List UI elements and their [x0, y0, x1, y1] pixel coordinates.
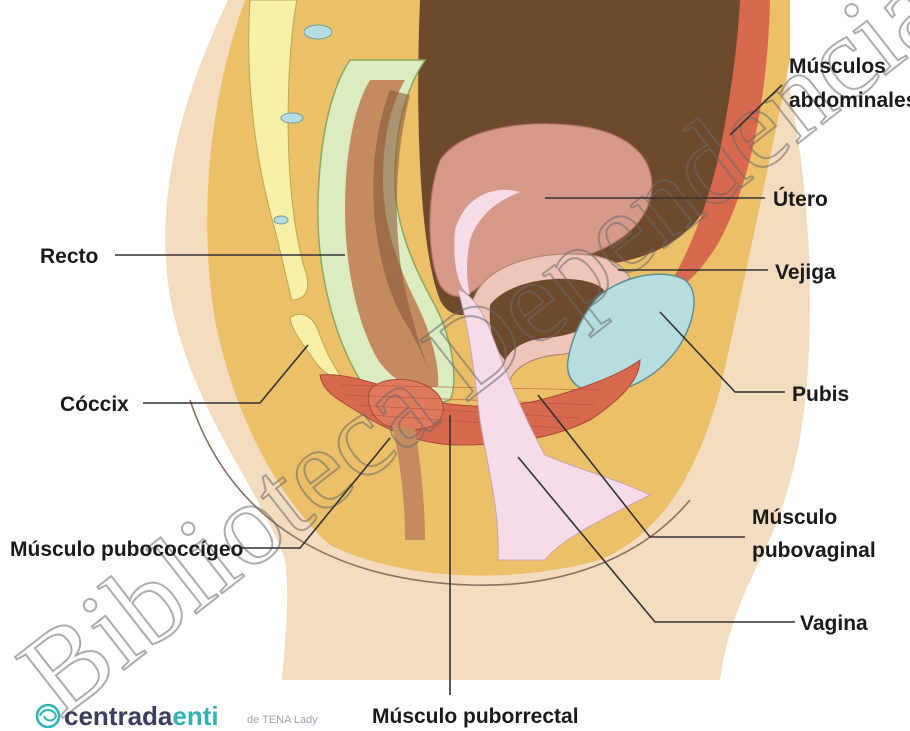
label-utero: Útero	[773, 187, 828, 211]
label-musculos-abdominales-line2: abdominales	[789, 89, 910, 112]
brand-name-dark: centrada	[64, 701, 173, 731]
sacral-foramen	[304, 25, 332, 39]
label-musculo-pubovaginal-line1: Músculo	[752, 506, 837, 529]
swirl-icon	[37, 705, 59, 727]
sacral-foramen	[274, 216, 288, 224]
svg-text:centradaenti: centradaenti	[64, 701, 219, 731]
label-musculo-pubococcigeo: Músculo pubococcígeo	[10, 538, 243, 561]
label-recto: Recto	[40, 245, 98, 268]
brand-logo: centradaenti de TENA Lady	[37, 701, 318, 731]
label-coccix: Cóccix	[60, 393, 129, 416]
brand-tagline: de TENA Lady	[247, 714, 318, 726]
brand-name-accent: enti	[172, 701, 218, 731]
sacral-foramen	[281, 113, 303, 123]
label-musculo-pubovaginal-line2: pubovaginal	[752, 539, 876, 562]
label-vejiga: Vejiga	[775, 261, 836, 284]
label-pubis: Pubis	[792, 383, 849, 406]
label-vagina: Vagina	[800, 612, 868, 635]
label-musculo-puborrectal: Músculo puborrectal	[372, 705, 579, 728]
label-musculos-abdominales-line1: Músculos	[789, 55, 886, 78]
